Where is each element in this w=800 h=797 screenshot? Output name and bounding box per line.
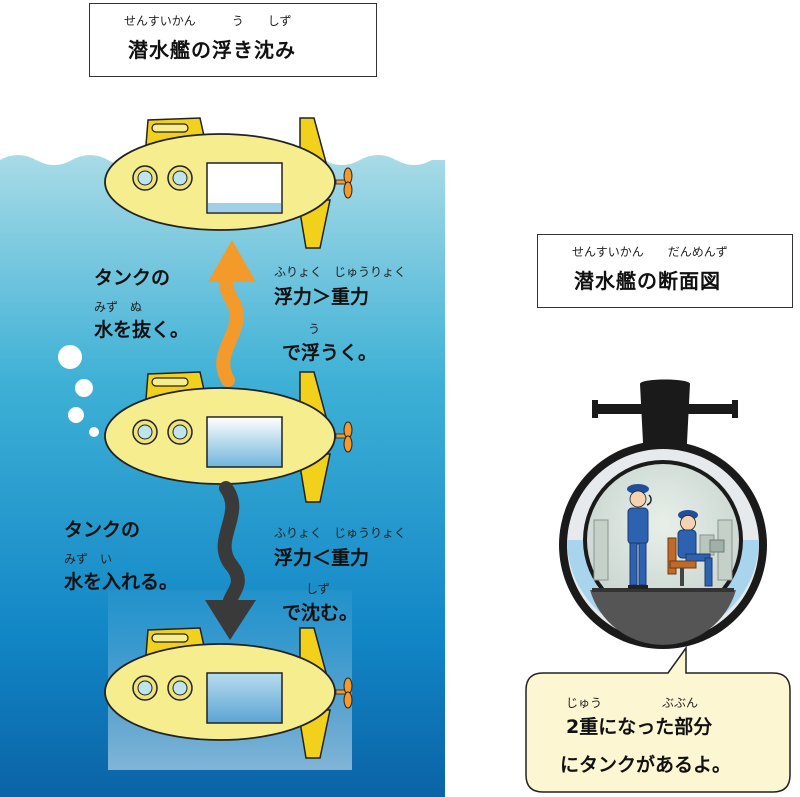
rise-tank-line1: タンクの [94, 267, 171, 289]
sink-tank-line1: タンクの [64, 519, 141, 541]
rise-force: 浮力＞重力 [274, 286, 370, 308]
main-title-ruby: せんすいかん う しず [124, 14, 292, 28]
sink-arrow-head [205, 600, 256, 640]
submarine-middle [104, 371, 353, 503]
cross-section [559, 379, 767, 649]
bubble-2 [75, 379, 93, 397]
submarine-surface [104, 117, 353, 249]
rise-arrow-head [208, 240, 256, 282]
bubble-4 [89, 427, 99, 437]
sink-ruby-mizu-i: みず い [64, 552, 113, 566]
sink-force: 浮力＜重力 [274, 547, 370, 569]
section-title: 潜水艦の断面図 [574, 269, 721, 293]
rise-ruby-u: う [308, 322, 321, 336]
sink-ruby-shizu: しず [306, 582, 330, 596]
submarine-bottom [104, 627, 353, 759]
sink-tank-line2: 水を入れる。 [64, 571, 179, 593]
main-title: 潜水艦の浮き沈み [128, 38, 296, 62]
section-title-ruby: せんすいかん だんめんず [572, 245, 728, 259]
rise-result: で浮うく。 [282, 342, 378, 364]
sink-arrow-shaft [217, 481, 245, 613]
speech-bubble [525, 645, 791, 793]
bubble-1 [58, 345, 82, 369]
bubble-ruby: じゅう ぶぶん [566, 696, 699, 710]
main-title-box: せんすいかん う しず 潜水艦の浮き沈み [89, 3, 377, 77]
rise-ruby-mizu-nu: みず ぬ [94, 300, 143, 314]
bubble-3 [68, 407, 84, 423]
sink-result: で沈む。 [282, 602, 359, 624]
rise-ruby-force: ふりょく じゅうりょく [274, 265, 407, 279]
bubble-line2: にタンクがあるよ。 [560, 754, 732, 776]
bubble-line1: 2重になった部分 [566, 716, 713, 738]
section-title-box: せんすいかん だんめんず 潜水艦の断面図 [537, 234, 793, 308]
rise-tank-line2: 水を抜く。 [94, 319, 190, 341]
sink-ruby-force: ふりょく じゅうりょく [274, 526, 407, 540]
